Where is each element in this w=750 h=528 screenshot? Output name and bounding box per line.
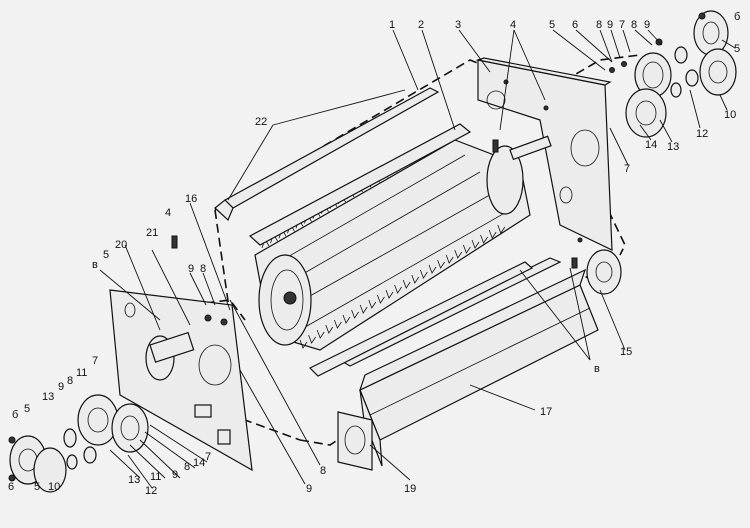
callout-5-top: 5 [549, 19, 555, 31]
callout-7-mid: 7 [624, 163, 630, 175]
callout-12-topright: 12 [696, 128, 708, 140]
callout-8-left-2: 8 [67, 375, 73, 387]
callout-5-left-2: 5 [24, 403, 30, 415]
callout-8-top: 8 [596, 19, 602, 31]
callout-5-left: 5 [103, 249, 109, 261]
callout-8-left: 8 [200, 263, 206, 275]
callout-8-lower: 8 [320, 465, 326, 477]
callout-14-bottom: 14 [193, 457, 205, 469]
callout-b-top: б [734, 11, 740, 23]
callout-12-bottom: 12 [145, 485, 157, 497]
callout-9-top-2: 9 [644, 19, 650, 31]
callout-9-top: 9 [607, 19, 613, 31]
callout-2: 2 [418, 19, 424, 31]
left-side-plate [109, 289, 253, 472]
callout-8-bottom: 8 [184, 461, 190, 473]
lower-channel [308, 249, 622, 377]
callout-1: 1 [389, 19, 395, 31]
callout-7-left: 7 [92, 355, 98, 367]
callout-16: 16 [185, 193, 197, 205]
callout-13-bottom: 13 [128, 474, 140, 486]
rotor-drum [254, 135, 552, 351]
callout-19: 19 [404, 483, 416, 495]
upper-comb-bar [248, 123, 472, 246]
callout-21: 21 [146, 227, 158, 239]
callout-11-bottom: 11 [150, 471, 161, 483]
callout-13-topright: 13 [667, 141, 679, 153]
left-bearing-assemblies [8, 394, 149, 493]
callout-8-top-2: 8 [631, 19, 637, 31]
callout-9-lower: 9 [306, 483, 312, 495]
top-bar [214, 87, 440, 222]
leader-lines [99, 29, 736, 489]
callout-13-left: 13 [42, 391, 54, 403]
callout-9-left: 9 [188, 263, 194, 275]
callout-14-topright: 14 [645, 139, 657, 151]
callout-4-left: 4 [165, 207, 171, 219]
callout-9-left-2: 9 [58, 381, 64, 393]
callout-10-topright: 10 [724, 109, 736, 121]
callout-11-left: 11 [76, 367, 87, 379]
right-side-plate [475, 57, 613, 251]
callout-7-bottom: 7 [205, 451, 211, 463]
callout-20: 20 [115, 239, 127, 251]
trough-housing [337, 268, 599, 471]
callout-22: 22 [255, 116, 267, 128]
callout-7-top: 7 [619, 19, 625, 31]
bolts [171, 139, 578, 269]
callout-v-mid: в [594, 363, 600, 375]
callout-3: 3 [455, 19, 461, 31]
callout-4-top: 4 [510, 19, 516, 31]
callout-10-bottom: 10 [48, 481, 60, 493]
callout-6-top: 6 [572, 19, 578, 31]
callout-v-left: в [92, 259, 98, 271]
callout-b-left: б [12, 409, 18, 421]
right-bearing-assemblies [609, 10, 737, 138]
callout-5-topright: 5 [734, 43, 740, 55]
callout-9-bottom: 9 [172, 469, 178, 481]
callout-15: 15 [620, 346, 632, 358]
callout-17: 17 [540, 406, 552, 418]
callout-labels: 1 2 3 4 5 6 8 9 7 8 9 б 5 10 12 13 14 7 … [8, 11, 740, 497]
callout-6-bottom: 6 [8, 481, 14, 493]
callout-5-bottom: 5 [34, 481, 40, 493]
